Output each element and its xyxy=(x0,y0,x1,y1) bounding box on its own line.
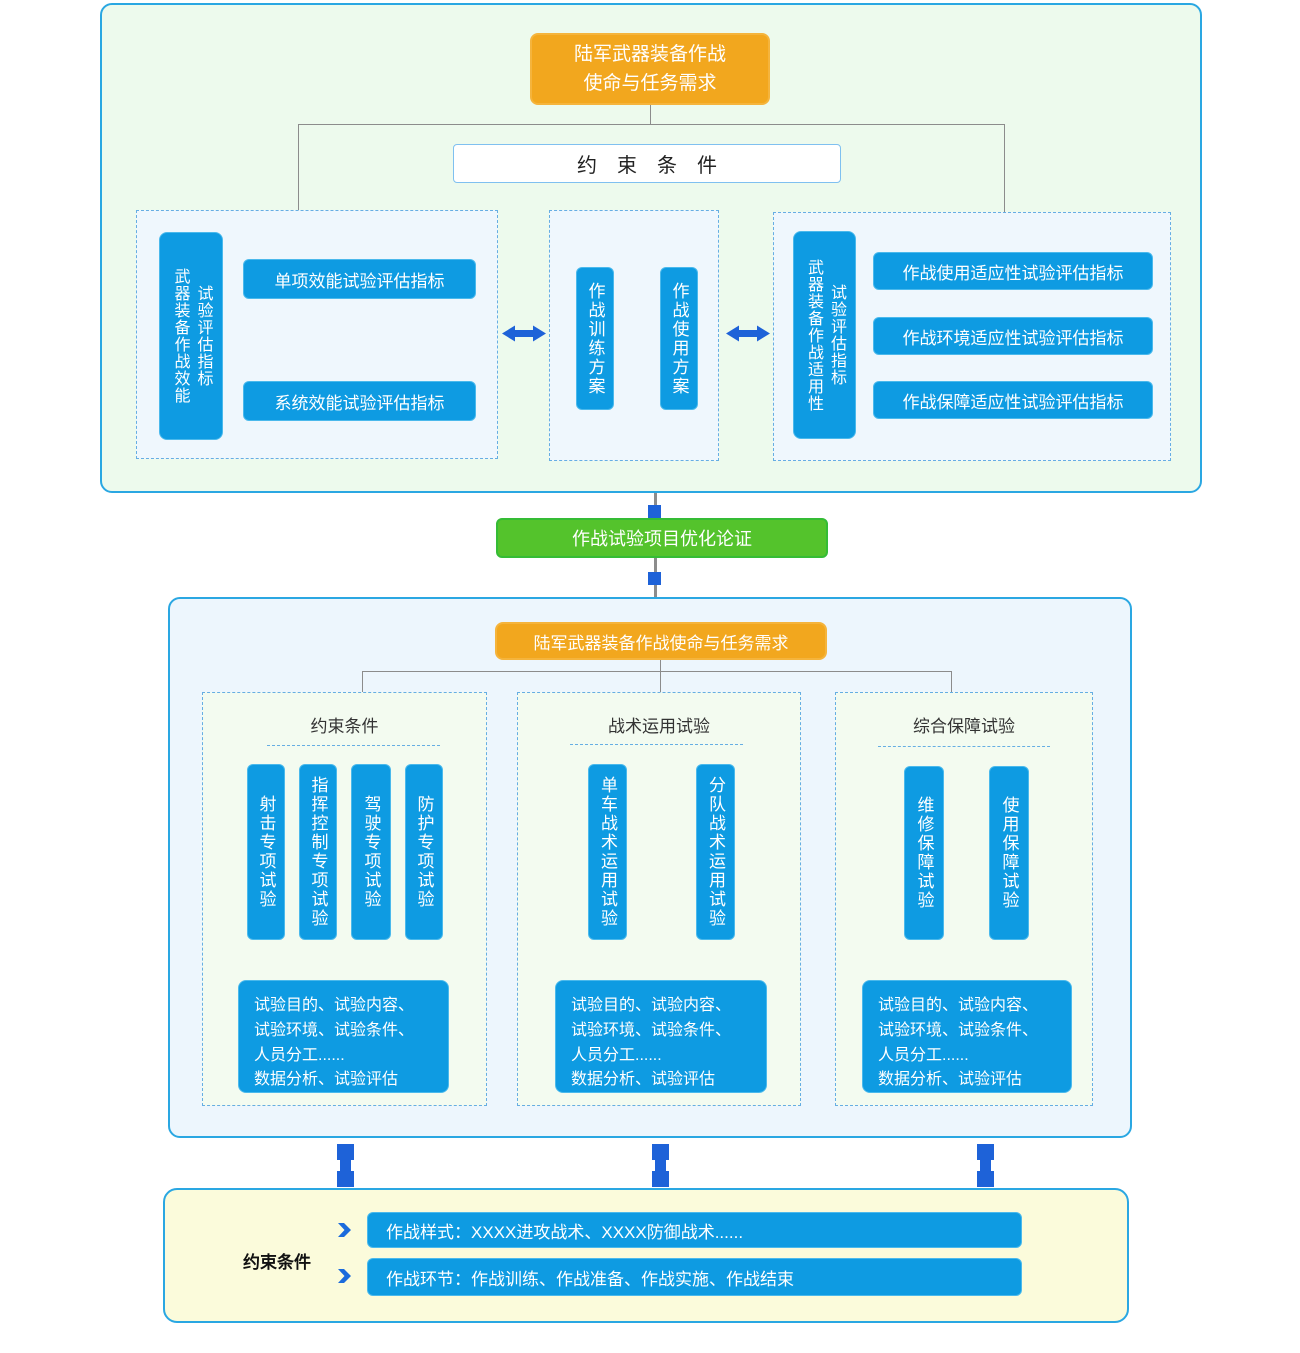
test-node: 维修保障试验 xyxy=(904,766,944,940)
header-separator xyxy=(570,744,743,745)
bottom-constraint-label: 约束条件 xyxy=(243,1253,311,1272)
connector-joint-icon xyxy=(652,1144,669,1187)
plan-usage-node: 作战使用方案 xyxy=(660,267,698,410)
mission-node-middle: 陆军武器装备作战使命与任务需求 xyxy=(495,622,827,660)
side-label-col1: 武器装备作战适用性 xyxy=(805,258,822,412)
test-node: 射击专项试验 xyxy=(247,764,285,940)
connector-line xyxy=(298,124,1005,125)
connector-joint-icon xyxy=(337,1144,354,1187)
test-node: 防护专项试验 xyxy=(405,764,443,940)
side-label-col2: 试验评估指标 xyxy=(194,285,212,387)
header-separator xyxy=(878,746,1050,747)
test-node: 驾驶专项试验 xyxy=(351,764,391,940)
double-arrow-icon xyxy=(502,325,546,342)
plan-training-node: 作战训练方案 xyxy=(576,267,614,410)
column-header: 约束条件 xyxy=(310,717,379,736)
suitability-side-label: 武器装备作战适用性 试验评估指标 xyxy=(793,231,856,439)
suitability-item-3: 作战保障适应性试验评估指标 xyxy=(873,381,1153,419)
connector-line xyxy=(1004,124,1005,212)
effectiveness-side-label: 武器装备作战效能 试验评估指标 xyxy=(159,232,223,440)
side-label-col1: 武器装备作战效能 xyxy=(171,268,189,404)
combat-phase-bar: 作战环节：作战训练、作战准备、作战实施、作战结束 xyxy=(367,1258,1022,1296)
effectiveness-item-1: 单项效能试验评估指标 xyxy=(243,259,476,299)
suitability-item-2: 作战环境适应性试验评估指标 xyxy=(873,317,1153,355)
bottom-panel xyxy=(163,1188,1129,1323)
effectiveness-item-2: 系统效能试验评估指标 xyxy=(243,381,476,421)
connector-line xyxy=(362,671,951,672)
double-arrow-icon xyxy=(726,325,770,342)
mission-node-top: 陆军武器装备作战 使命与任务需求 xyxy=(530,33,770,105)
test-detail-block: 试验目的、试验内容、 试验环境、试验条件、 人员分工...... 数据分析、试验… xyxy=(862,980,1072,1093)
connector-joint-icon xyxy=(648,505,661,518)
test-node: 使用保障试验 xyxy=(989,766,1029,940)
connector-line xyxy=(362,671,363,692)
optimization-node: 作战试验项目优化论证 xyxy=(496,518,828,558)
header-separator xyxy=(267,745,440,746)
constraint-condition-box: 约 束 条 件 xyxy=(453,144,841,183)
test-node: 分队战术运用试验 xyxy=(696,764,735,940)
test-node: 指挥控制专项试验 xyxy=(299,764,337,940)
connector-joint-icon xyxy=(648,572,661,585)
test-node: 单车战术运用试验 xyxy=(588,764,627,940)
combat-style-bar: 作战样式：XXXX进攻战术、XXXX防御战术...... xyxy=(367,1212,1022,1248)
test-detail-block: 试验目的、试验内容、 试验环境、试验条件、 人员分工...... 数据分析、试验… xyxy=(555,980,767,1093)
column-header: 综合保障试验 xyxy=(913,717,1015,736)
connector-line xyxy=(660,660,661,671)
column-header: 战术运用试验 xyxy=(608,717,710,736)
connector-line xyxy=(298,124,299,210)
chevron-right-icon xyxy=(338,1223,351,1237)
connector-line xyxy=(951,671,952,692)
test-detail-block: 试验目的、试验内容、 试验环境、试验条件、 人员分工...... 数据分析、试验… xyxy=(238,980,449,1093)
connector-line xyxy=(660,671,661,692)
connector-joint-icon xyxy=(977,1144,994,1187)
chevron-right-icon xyxy=(338,1269,351,1283)
suitability-item-1: 作战使用适应性试验评估指标 xyxy=(873,252,1153,290)
side-label-col2: 试验评估指标 xyxy=(828,284,845,386)
connector-line xyxy=(650,105,651,124)
